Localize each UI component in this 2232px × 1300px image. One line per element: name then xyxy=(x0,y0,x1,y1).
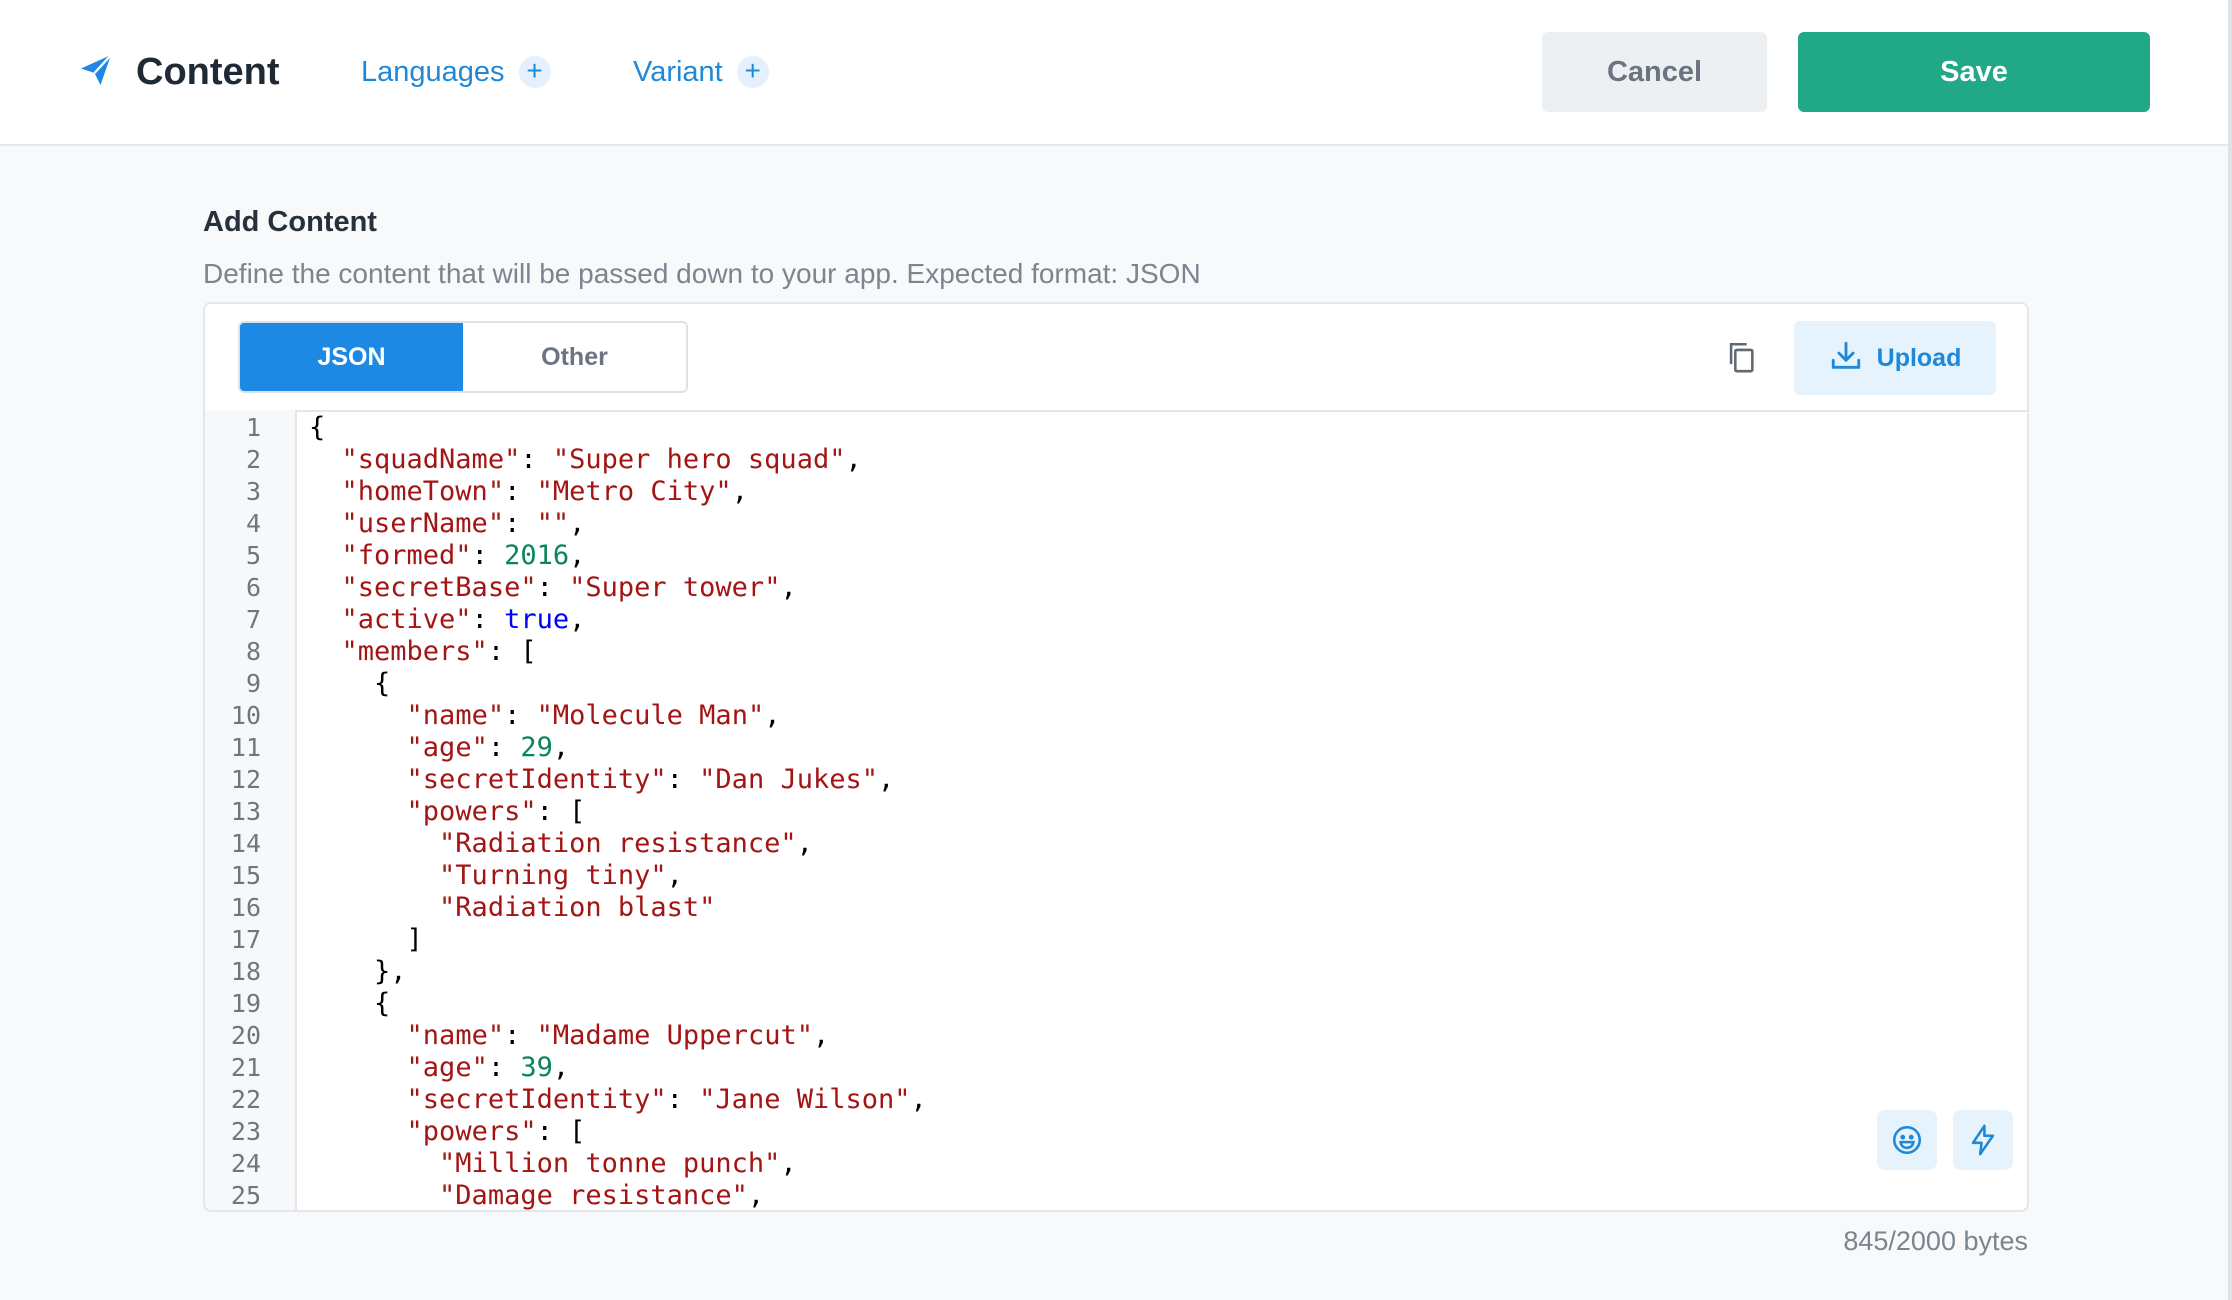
line-number: 15 xyxy=(230,861,261,890)
code-line[interactable]: "active": true, xyxy=(341,604,586,635)
download-icon xyxy=(1829,339,1863,378)
code-line[interactable]: "Radiation resistance", xyxy=(439,828,813,859)
copy-icon[interactable] xyxy=(1718,334,1764,380)
code-line[interactable]: "userName": "", xyxy=(341,508,586,539)
byte-counter: 845/2000 bytes xyxy=(1843,1226,2028,1256)
line-number: 3 xyxy=(245,477,261,506)
code-line[interactable]: "age": 39, xyxy=(406,1052,570,1083)
page-title: Content xyxy=(136,50,280,93)
line-number: 8 xyxy=(245,637,261,666)
line-number: 4 xyxy=(245,509,261,538)
tab-json[interactable]: JSON xyxy=(240,323,463,391)
code-line[interactable]: "members": [ xyxy=(341,636,537,667)
upload-button[interactable]: Upload xyxy=(1794,321,1996,395)
upload-label: Upload xyxy=(1876,343,1962,372)
line-number: 11 xyxy=(230,733,261,762)
section-title: Add Content xyxy=(203,206,377,238)
code-line[interactable]: "Million tonne punch", xyxy=(439,1148,797,1179)
line-number: 9 xyxy=(245,669,261,698)
editor-toolbar: JSON Other Upload xyxy=(205,304,2027,412)
plus-icon[interactable]: + xyxy=(518,56,551,88)
paper-plane-icon xyxy=(78,52,114,93)
save-button[interactable]: Save xyxy=(1798,32,2150,112)
line-number: 25 xyxy=(230,1181,261,1210)
line-number: 21 xyxy=(230,1053,261,1082)
line-number: 16 xyxy=(230,893,261,922)
code-line[interactable]: }, xyxy=(309,956,407,987)
line-number: 1 xyxy=(245,413,261,442)
code-line[interactable]: "name": "Madame Uppercut", xyxy=(406,1020,830,1051)
line-number: 7 xyxy=(245,605,261,634)
variant-link[interactable]: Variant + xyxy=(633,52,769,92)
line-number: 6 xyxy=(245,573,261,602)
code-line[interactable]: "secretIdentity": "Jane Wilson", xyxy=(406,1084,927,1115)
code-line[interactable]: "powers": [ xyxy=(406,1116,586,1147)
line-number: 17 xyxy=(230,925,261,954)
section-description: Define the content that will be passed d… xyxy=(203,258,1201,289)
code-line[interactable]: "name": "Molecule Man", xyxy=(406,700,781,731)
line-number: 20 xyxy=(230,1021,261,1050)
languages-link[interactable]: Languages + xyxy=(361,52,551,92)
top-header: Content Languages + Variant + Cancel Sav… xyxy=(0,0,2228,146)
code-line[interactable]: "secretIdentity": "Dan Jukes", xyxy=(406,764,895,795)
code-line[interactable]: "formed": 2016, xyxy=(341,540,586,571)
line-number: 14 xyxy=(230,829,261,858)
code-line[interactable]: "secretBase": "Super tower", xyxy=(341,572,797,603)
code-line[interactable]: { xyxy=(309,668,391,699)
code-line[interactable]: { xyxy=(309,412,326,443)
variant-label: Variant xyxy=(633,55,723,88)
line-number: 13 xyxy=(230,797,261,826)
lightning-icon[interactable] xyxy=(1953,1110,2013,1170)
code-line[interactable]: "squadName": "Super hero squad", xyxy=(341,444,862,475)
code-line[interactable]: "homeTown": "Metro City", xyxy=(341,476,748,507)
code-line[interactable]: { xyxy=(309,988,391,1019)
code-line[interactable]: "age": 29, xyxy=(406,732,570,763)
format-toggle: JSON Other xyxy=(238,321,688,393)
line-number: 24 xyxy=(230,1149,261,1178)
line-number: 5 xyxy=(245,541,261,570)
code-line[interactable]: "Radiation blast" xyxy=(439,892,716,923)
line-number: 22 xyxy=(230,1085,261,1114)
code-line[interactable]: "Turning tiny", xyxy=(439,860,683,891)
code-line[interactable]: ] xyxy=(309,924,423,955)
cancel-button[interactable]: Cancel xyxy=(1542,32,1767,112)
line-number: 19 xyxy=(230,989,261,1018)
line-number: 2 xyxy=(245,445,261,474)
line-number: 10 xyxy=(230,701,261,730)
line-number: 12 xyxy=(230,765,261,794)
emoji-icon[interactable] xyxy=(1877,1110,1937,1170)
tab-other[interactable]: Other xyxy=(463,323,686,391)
line-number: 18 xyxy=(230,957,261,986)
line-number: 23 xyxy=(230,1117,261,1146)
code-line[interactable]: "Damage resistance", xyxy=(439,1180,765,1211)
window-edge xyxy=(2228,0,2232,1300)
plus-icon[interactable]: + xyxy=(736,56,769,88)
code-line[interactable]: "powers": [ xyxy=(406,796,586,827)
brand: Content xyxy=(78,48,280,96)
languages-label: Languages xyxy=(361,55,505,88)
